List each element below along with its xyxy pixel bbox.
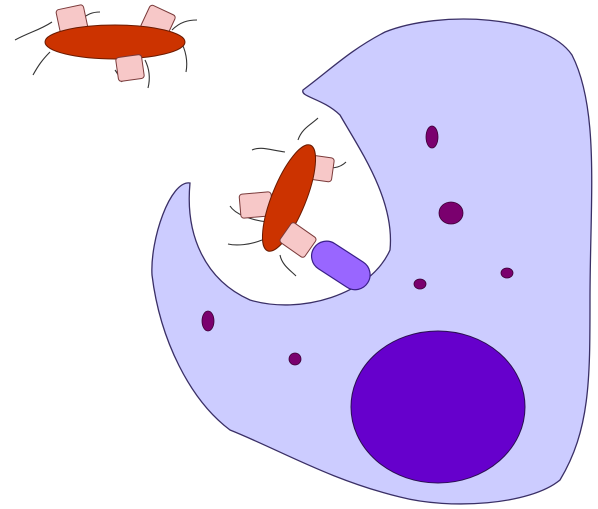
vesicle	[289, 353, 301, 365]
vesicle	[414, 279, 426, 289]
cell-nucleus	[351, 331, 525, 483]
free-bacterium	[15, 4, 197, 88]
vesicle	[202, 311, 214, 331]
cell-surface-receptor	[306, 235, 376, 295]
bacterium-body	[45, 25, 185, 59]
vesicle	[439, 202, 463, 224]
vesicle	[426, 126, 438, 148]
vesicle	[501, 268, 513, 278]
